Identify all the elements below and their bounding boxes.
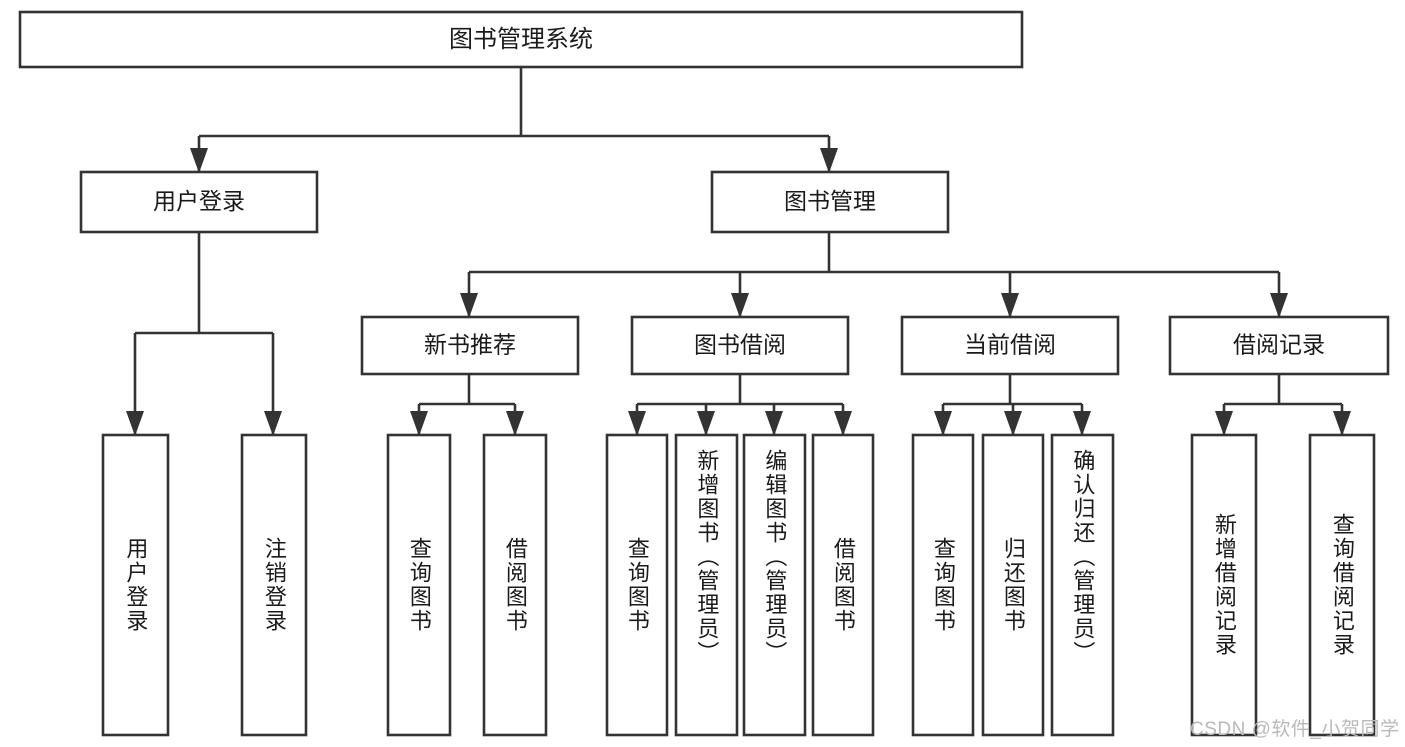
level3-node-new-book-recommend[interactable]: [360, 315, 580, 376]
leaf-node-leaf-return-book[interactable]: [981, 433, 1045, 737]
arrow-head-icon: [1004, 411, 1022, 436]
arrow-head-icon: [1001, 293, 1019, 318]
arrow-head-icon: [731, 293, 749, 318]
level3-node-borrow-record[interactable]: [1168, 315, 1390, 376]
arrow-head-icon: [506, 411, 524, 436]
arrow-head-icon: [1215, 411, 1233, 436]
arrow-head-icon: [834, 411, 852, 436]
level2-node-user-login[interactable]: [79, 170, 319, 234]
leaf-node-leaf-confirm-return[interactable]: [1050, 433, 1115, 737]
arrow-head-icon: [264, 411, 282, 436]
leaf-node-leaf-user-login[interactable]: [101, 433, 170, 737]
arrow-head-icon: [697, 411, 715, 436]
leaf-node-leaf-borrow-book-bb[interactable]: [811, 433, 875, 737]
csdn-watermark: CSDN @软件_小贺同学: [1190, 719, 1400, 740]
level2-node-book-manage[interactable]: [710, 170, 950, 234]
leaf-node-leaf-query-book-bb[interactable]: [605, 433, 669, 737]
arrowheads-layer: [126, 148, 1351, 436]
node-label-book-manage: 图书管理: [784, 188, 876, 214]
leaf-node-leaf-query-book-cb[interactable]: [911, 433, 975, 737]
arrow-head-icon: [410, 411, 428, 436]
arrow-head-icon: [1333, 411, 1351, 436]
leaf-node-leaf-add-record[interactable]: [1190, 433, 1258, 737]
node-label-borrow-record: 借阅记录: [1233, 332, 1325, 358]
leaf-node-leaf-edit-book[interactable]: [742, 433, 807, 737]
leaf-node-leaf-add-book[interactable]: [674, 433, 739, 737]
arrow-head-icon: [126, 411, 144, 436]
arrow-head-icon: [765, 411, 783, 436]
arrow-head-icon: [820, 148, 838, 173]
arrow-head-icon: [460, 293, 478, 318]
node-label-book-borrow: 图书借阅: [694, 332, 786, 358]
node-label-new-book-recommend: 新书推荐: [424, 332, 516, 358]
root-node-root[interactable]: [18, 10, 1024, 69]
node-label-user-login: 用户登录: [153, 188, 245, 214]
arrow-head-icon: [934, 411, 952, 436]
leaf-node-leaf-query-record[interactable]: [1308, 433, 1376, 737]
level3-node-current-borrow[interactable]: [900, 315, 1120, 376]
leaf-node-leaf-query-book-rec[interactable]: [386, 433, 452, 737]
level3-node-book-borrow[interactable]: [630, 315, 850, 376]
arrow-head-icon: [628, 411, 646, 436]
connectors-layer: [133, 67, 1344, 435]
leaf-node-leaf-logout[interactable]: [240, 433, 308, 737]
node-label-root: 图书管理系统: [449, 26, 593, 53]
leaf-node-leaf-borrow-book-rec[interactable]: [482, 433, 548, 737]
arrow-head-icon: [1073, 411, 1091, 436]
arrow-head-icon: [1270, 293, 1288, 318]
node-label-current-borrow: 当前借阅: [964, 332, 1056, 358]
arrow-head-icon: [190, 148, 208, 173]
